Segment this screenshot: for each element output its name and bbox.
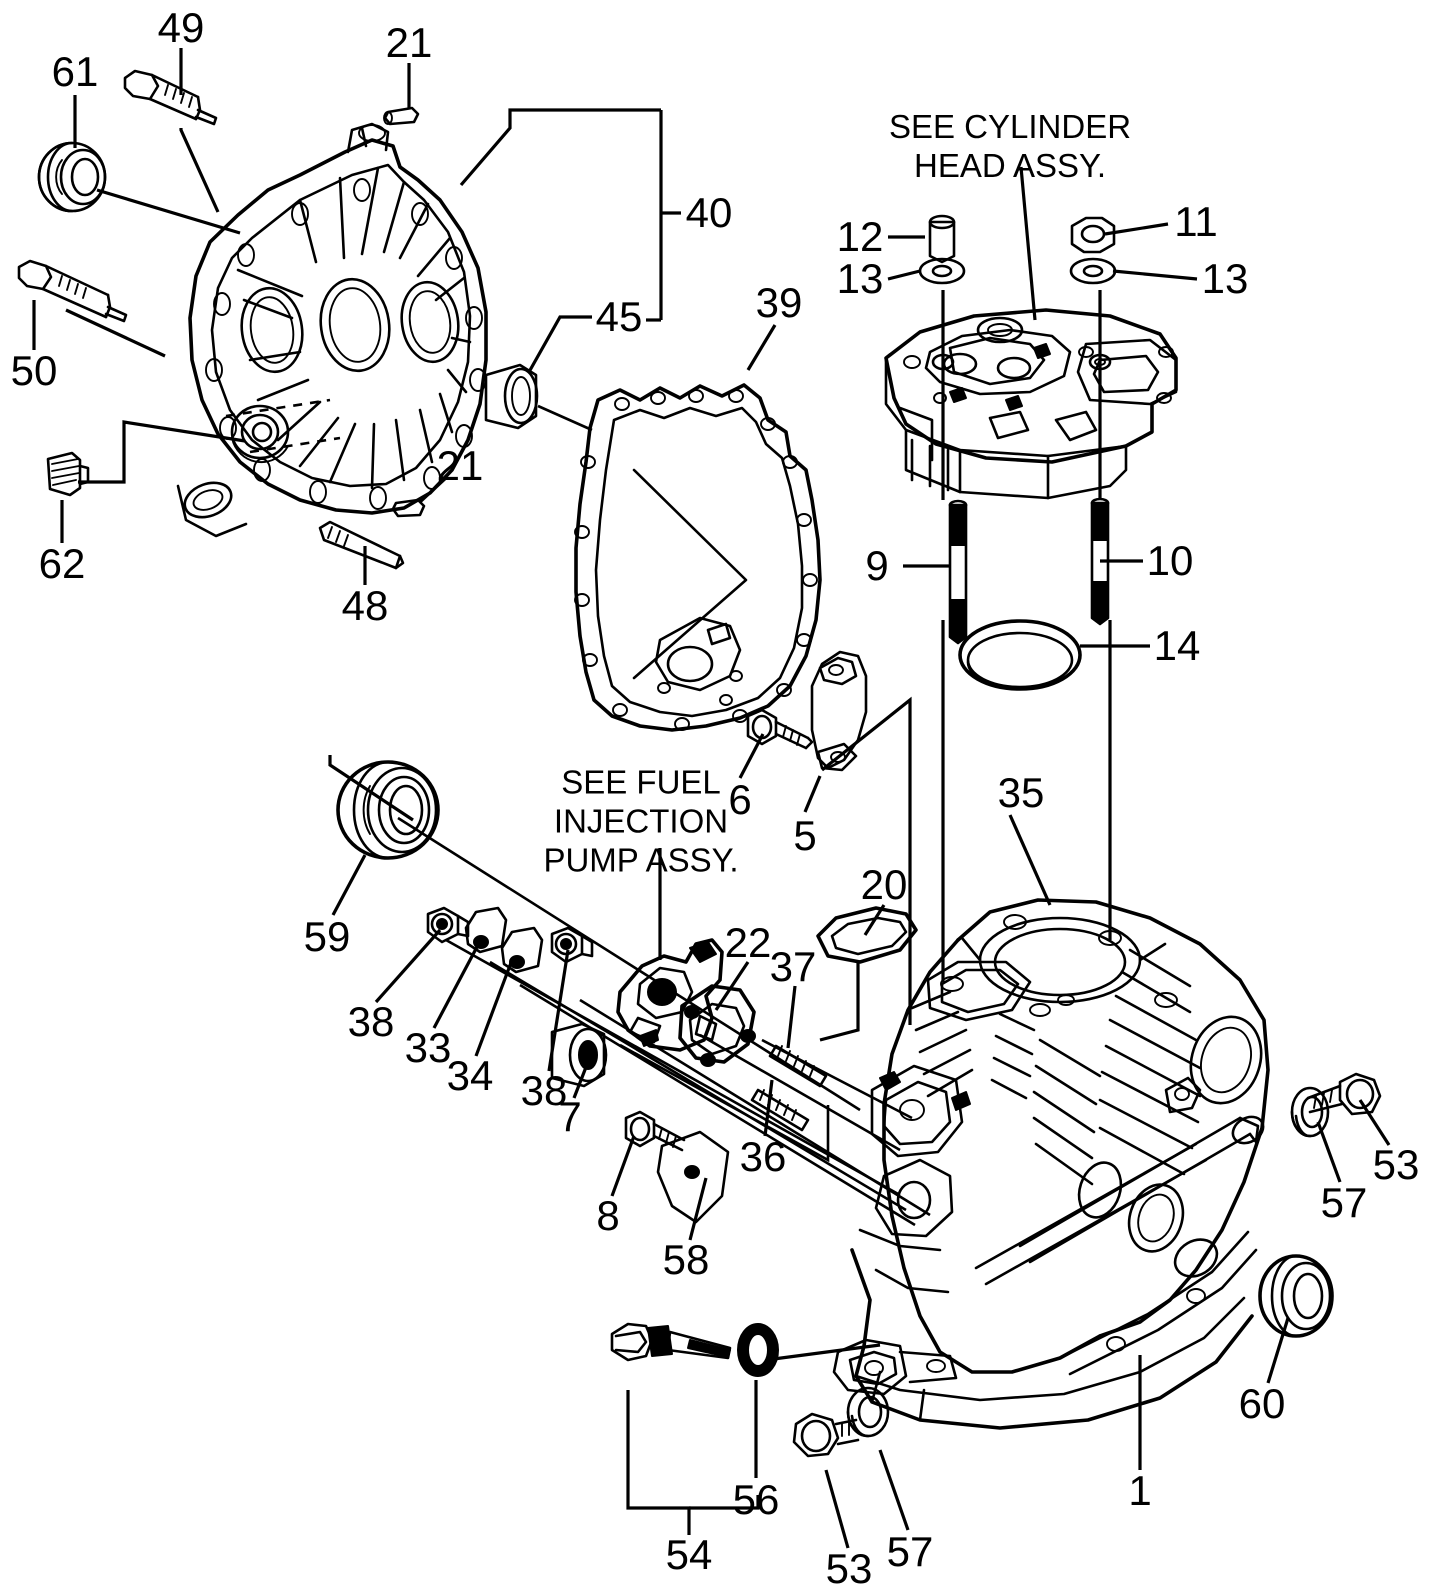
part-53-flange-bolt-right (1306, 1072, 1382, 1116)
callout-37: 37 (769, 943, 817, 990)
callout-53-right: 53 (1372, 1141, 1420, 1188)
part-62-plug-screw (46, 451, 90, 497)
part-fuel-injection-pump (616, 938, 724, 1052)
callout-21-lower: 21 (436, 442, 484, 489)
part-50-flange-bolt (17, 259, 128, 323)
callout-12: 12 (836, 213, 884, 260)
part-57-washer-bottom (846, 1386, 890, 1438)
part-21-dowel-pin-lower (391, 498, 426, 518)
callout-10: 10 (1146, 537, 1194, 584)
part-cylinder-head (884, 308, 1178, 500)
callout-34: 34 (446, 1052, 494, 1099)
callout-5: 5 (793, 812, 817, 859)
part-35-cylinder-block (832, 898, 1270, 1430)
part-5-breather-plate (810, 650, 868, 772)
part-45-bushing (484, 363, 539, 430)
part-57-washer-right (1290, 1086, 1330, 1138)
callout-22: 22 (724, 919, 772, 966)
part-54-oil-level-gauge (610, 1322, 732, 1362)
callout-13-right: 13 (1201, 255, 1249, 302)
part-6-flange-bolt (746, 708, 814, 750)
callout-8: 8 (596, 1192, 620, 1239)
callout-36: 36 (739, 1133, 787, 1180)
callout-40: 40 (685, 189, 733, 236)
callout-57-right: 57 (1320, 1179, 1368, 1226)
part-48-stud-bolt (318, 520, 405, 570)
callout-50: 50 (10, 347, 58, 394)
callout-38-left: 38 (347, 998, 395, 1045)
callout-1: 1 (1128, 1467, 1152, 1514)
callout-61: 61 (51, 48, 99, 95)
part-49-flange-bolt (123, 69, 218, 126)
part-7-bushing (550, 1022, 608, 1088)
callout-59: 59 (303, 913, 351, 960)
callout-45: 45 (595, 293, 643, 340)
part-33-valve-guide (464, 906, 508, 954)
callout-21: 21 (385, 19, 433, 66)
part-34-valve-guide (500, 926, 544, 974)
note-see-fuel-injection-pump: SEE FUEL INJECTION PUMP ASSY. (543, 763, 739, 879)
callout-11: 11 (1174, 198, 1218, 245)
callout-54: 54 (665, 1531, 713, 1578)
part-38-nut-left (426, 906, 470, 944)
part-22-gasket (678, 984, 756, 1067)
callout-14: 14 (1153, 622, 1201, 669)
part-58-plate (656, 1130, 730, 1224)
part-12-spacer (928, 214, 956, 264)
callout-9: 9 (865, 542, 889, 589)
part-61-oil-seal (37, 141, 107, 213)
part-11-nut (1070, 216, 1116, 254)
callout-13-left: 13 (836, 255, 884, 302)
part-10-stud-bolt (1090, 497, 1110, 626)
callout-35: 35 (997, 769, 1045, 816)
part-59-ball-bearing (336, 760, 440, 860)
part-40-crankcase-cover (176, 122, 488, 538)
part-38-nut-right (550, 926, 594, 964)
callout-38-right: 38 (520, 1067, 568, 1114)
part-9-stud-bolt (948, 499, 968, 645)
note-see-cylinder-head: SEE CYLINDER HEAD ASSY. (888, 108, 1132, 184)
callout-57-bottom: 57 (886, 1528, 934, 1575)
part-13-washer-right (1069, 257, 1117, 285)
part-60-oil-seal (1258, 1254, 1334, 1338)
callout-58: 58 (662, 1236, 710, 1283)
part-21-dowel-pin-top (383, 106, 420, 126)
callout-6: 6 (728, 776, 752, 823)
callout-48: 48 (341, 582, 389, 629)
part-36-spring (750, 1088, 810, 1132)
callout-20: 20 (860, 861, 908, 908)
callout-33: 33 (404, 1024, 452, 1071)
callout-62: 62 (38, 540, 86, 587)
callout-49: 49 (157, 4, 205, 51)
part-8-flange-bolt (624, 1110, 686, 1152)
callout-39: 39 (755, 279, 803, 326)
part-20-gasket (816, 906, 918, 964)
part-39-crankcase-gasket (574, 383, 822, 732)
part-56-o-ring (737, 1323, 779, 1377)
part-37-spring (768, 1044, 828, 1088)
part-14-o-ring (958, 619, 1082, 691)
callout-56: 56 (732, 1476, 780, 1523)
callout-7: 7 (558, 1093, 582, 1140)
leader-lines (32, 48, 1391, 1549)
callout-53-bottom: 53 (825, 1545, 873, 1584)
part-13-washer-left (918, 257, 966, 285)
callout-60: 60 (1238, 1380, 1286, 1427)
